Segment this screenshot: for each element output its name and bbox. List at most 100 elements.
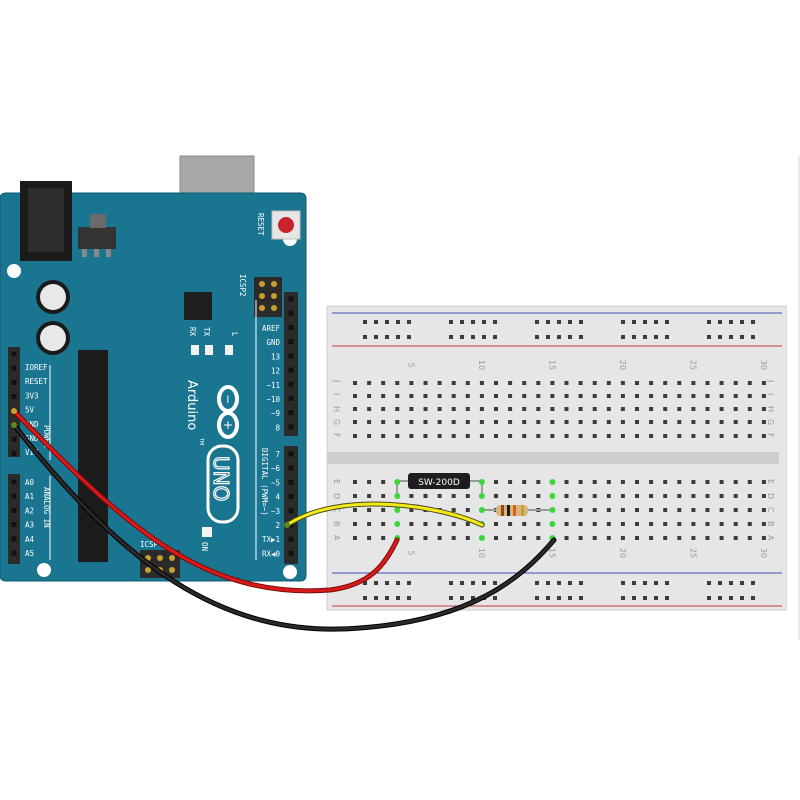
rail-hole xyxy=(460,335,464,339)
breadboard-hole xyxy=(733,494,738,498)
breadboard-hole xyxy=(423,494,428,498)
breadboard-hole xyxy=(522,480,527,484)
wire-red-core[interactable] xyxy=(12,409,399,593)
breadboard-hole xyxy=(508,522,513,526)
breadboard-hole xyxy=(663,508,668,512)
reset-button[interactable] xyxy=(278,217,294,233)
breadboard-hole xyxy=(353,508,357,512)
tilt-switch: SW-200D xyxy=(396,473,483,493)
breadboard-hole xyxy=(663,494,668,498)
rail-hole xyxy=(729,320,733,324)
row-letter: F xyxy=(766,433,775,438)
breadboard-hole xyxy=(451,522,456,526)
breadboard-hole xyxy=(649,536,654,540)
breadboard-hole xyxy=(536,381,541,385)
tx-label: TX xyxy=(202,327,211,337)
breadboard-hole xyxy=(677,381,682,385)
regulator-pin xyxy=(94,249,99,257)
breadboard-hole xyxy=(592,381,597,385)
breadboard-hole xyxy=(691,522,696,526)
breadboard-hole xyxy=(437,420,442,424)
breadboard-hole xyxy=(663,420,668,424)
breadboard-hole xyxy=(620,420,625,424)
rail-hole xyxy=(535,581,539,585)
rail-hole xyxy=(535,596,539,600)
breadboard-hole xyxy=(663,381,668,385)
breadboard-hole xyxy=(635,407,639,411)
regulator-pin xyxy=(106,249,111,257)
breadboard-hole xyxy=(649,420,654,424)
breadboard-hole xyxy=(677,480,682,484)
breadboard-hole xyxy=(423,381,428,385)
breadboard-hole xyxy=(578,407,583,411)
icsp2-pin xyxy=(259,305,265,311)
header-pin xyxy=(11,394,17,400)
column-number: 20 xyxy=(618,548,627,558)
breadboard-hole xyxy=(536,494,541,498)
rail-hole xyxy=(396,335,400,339)
breadboard-hole xyxy=(606,494,611,498)
breadboard-hole xyxy=(437,394,442,398)
breadboard-hole xyxy=(494,381,498,385)
breadboard-hole xyxy=(620,434,625,438)
breadboard-hole xyxy=(761,394,766,398)
breadboard-hole xyxy=(747,420,752,424)
connected-hole xyxy=(394,493,401,499)
rail-hole xyxy=(654,320,658,324)
breadboard-hole xyxy=(353,420,357,424)
breadboard-hole xyxy=(592,494,597,498)
breadboard-hole xyxy=(381,434,386,438)
rail-hole xyxy=(374,335,378,339)
trademark: TM xyxy=(198,437,204,445)
digital-pin-label: ~11 xyxy=(266,381,280,390)
breadboard-hole xyxy=(719,508,724,512)
breadboard-hole xyxy=(761,381,766,385)
wire-yellow-core[interactable] xyxy=(285,502,484,527)
breadboard-hole xyxy=(592,434,597,438)
breadboard-hole xyxy=(747,536,752,540)
wire-black-core[interactable] xyxy=(12,423,556,631)
header-pin xyxy=(288,451,294,457)
column-number: 10 xyxy=(477,360,486,370)
row-letter: E xyxy=(766,479,775,484)
row-letter: B xyxy=(766,521,775,527)
breadboard-hole xyxy=(592,536,597,540)
breadboard-hole xyxy=(465,434,470,438)
connected-hole xyxy=(478,535,485,541)
power-pin-label: RESET xyxy=(25,377,48,386)
breadboard-hole xyxy=(423,536,428,540)
breadboard-hole xyxy=(508,381,513,385)
resistor-band xyxy=(501,505,504,516)
analog-pin-label: A2 xyxy=(25,506,34,515)
breadboard-hole xyxy=(409,407,414,411)
breadboard-hole xyxy=(479,407,484,411)
digital-header-top xyxy=(284,292,298,436)
rail-hole xyxy=(729,596,733,600)
digital-pin-label: AREF xyxy=(262,324,281,333)
breadboard-hole xyxy=(409,381,414,385)
breadboard-hole xyxy=(733,434,738,438)
breadboard-hole xyxy=(677,434,682,438)
icsp2-pins xyxy=(259,281,277,311)
breadboard-hole xyxy=(522,522,527,526)
rail-hole xyxy=(568,581,572,585)
power-label: POWER xyxy=(42,425,51,448)
breadboard-hole xyxy=(719,394,724,398)
power-pin-label: 3V3 xyxy=(25,391,39,400)
breadboard-hole xyxy=(733,407,738,411)
header-pin xyxy=(288,508,294,514)
row-letter: J xyxy=(332,379,341,382)
infinity-right xyxy=(217,411,239,439)
breadboard-hole xyxy=(395,394,400,398)
switch-body xyxy=(408,473,470,489)
digital-label: DIGITAL (PWM=~) xyxy=(260,448,269,516)
column-number: 30 xyxy=(759,360,768,370)
row-letter: J xyxy=(766,379,775,382)
breadboard-hole xyxy=(719,522,724,526)
rx-label: RX xyxy=(188,327,197,337)
connected-hole xyxy=(478,493,485,499)
breadboard-hole xyxy=(592,522,597,526)
rail-hole xyxy=(654,335,658,339)
connected-hole xyxy=(549,521,556,527)
